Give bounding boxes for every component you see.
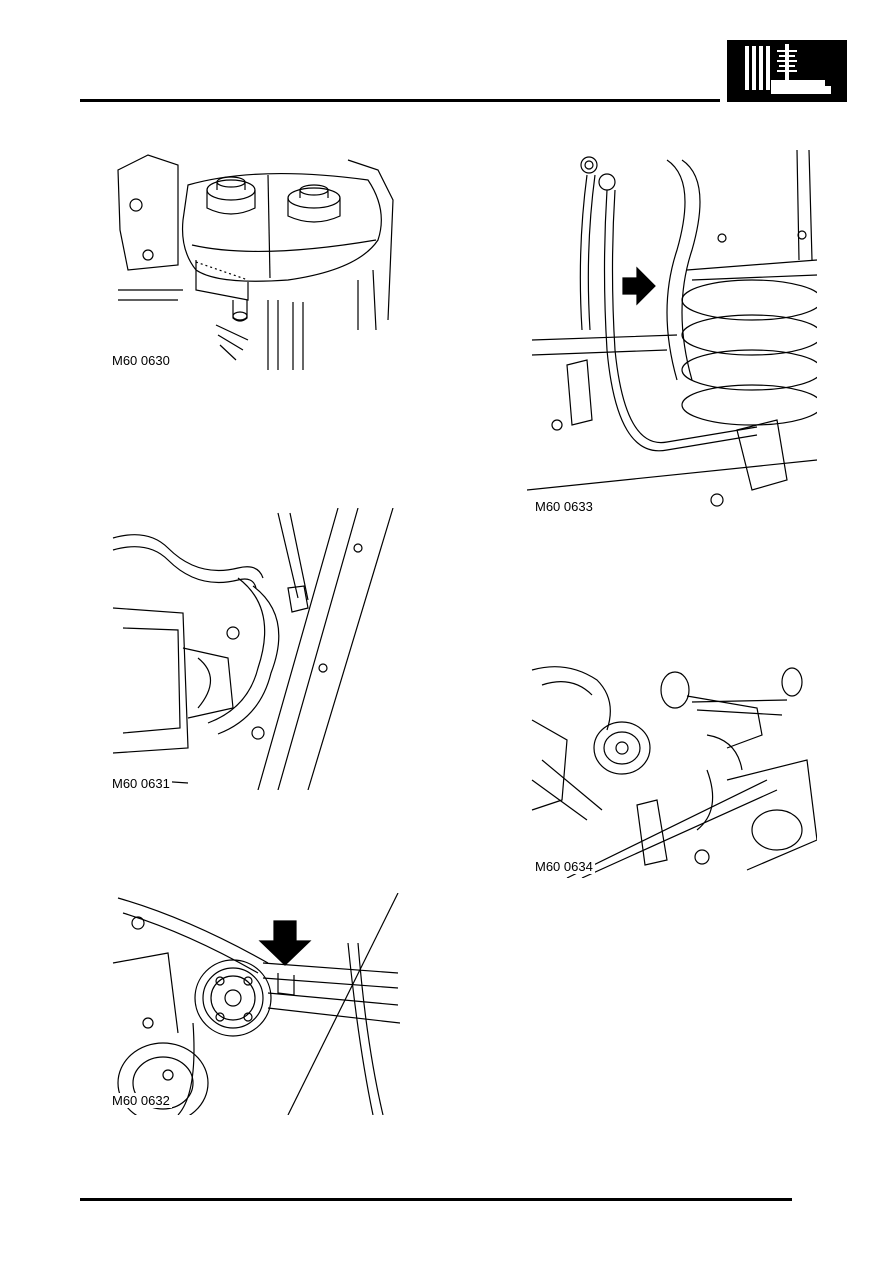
- figure-label: M60 0631: [110, 776, 172, 790]
- figure-label: M60 0633: [533, 499, 595, 514]
- figure-label: M60 0630: [110, 353, 172, 368]
- black-arrow-icon: [260, 921, 310, 965]
- figure-m60-0634: M60 0634: [527, 660, 817, 878]
- steering-section-icon: [745, 44, 831, 94]
- figure-m60-0632: M60 0632: [108, 893, 400, 1115]
- header-rule: [80, 99, 720, 102]
- figure-m60-0631: M60 0631: [108, 508, 398, 790]
- figure-label: M60 0632: [110, 1093, 172, 1108]
- figure-label: M60 0634: [533, 859, 595, 874]
- section-tab: [727, 40, 847, 102]
- black-arrow-icon: [623, 268, 655, 304]
- figure-m60-0630: M60 0630: [108, 150, 398, 370]
- figure-m60-0633: M60 0633: [527, 150, 817, 518]
- footer-rule: [80, 1198, 792, 1201]
